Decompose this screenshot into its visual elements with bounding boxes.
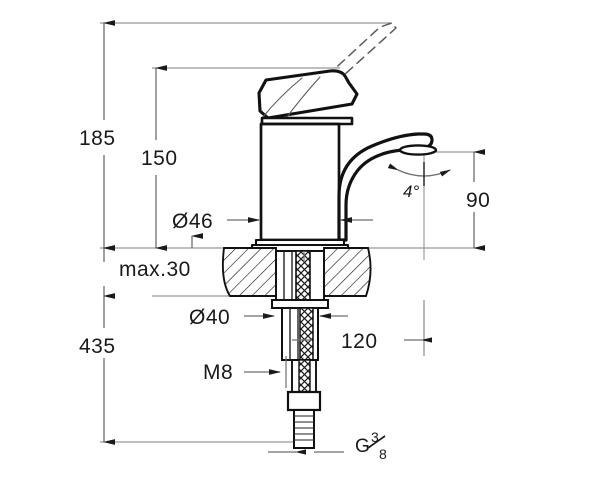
dim-text-120: 120 [341, 330, 378, 353]
lower-shank-inner [289, 308, 299, 360]
dimension-counter-thickness: max.30 [103, 233, 203, 296]
dim-text-d46: Ø46 [172, 210, 213, 233]
dim-text-4deg: 4° [403, 182, 419, 201]
label-text-denominator: 8 [379, 446, 387, 462]
countertop-right [323, 247, 372, 297]
supply-core-sleeve [298, 359, 311, 393]
lever-handle [257, 69, 359, 120]
cartridge-collar [260, 116, 354, 126]
label-text-g: G [355, 436, 370, 457]
dimension-spout-angle: 4° [387, 162, 451, 201]
shank-assembly [271, 250, 329, 449]
label-hose-thread: G 3 8 [268, 429, 387, 462]
hose-coupling-nut [286, 390, 322, 412]
faucet-outline [250, 22, 438, 253]
hose-ribs [294, 415, 314, 441]
faucet-body [259, 122, 341, 242]
dimension-body-diameter: Ø46 [172, 210, 373, 233]
shank-inner-lines [283, 251, 293, 300]
dim-text-d40: Ø40 [189, 306, 230, 329]
countertop-left [221, 247, 277, 297]
dimension-total-depth: 435 [79, 293, 116, 445]
dimension-spout-height: 90 [466, 149, 490, 251]
lock-nut-plate [271, 299, 329, 309]
countertop-section [221, 247, 372, 297]
supply-core-upper [295, 250, 311, 301]
dimension-height-total: 185 [79, 20, 116, 251]
dim-text-150: 150 [141, 147, 178, 170]
dim-text-90: 90 [466, 189, 490, 212]
dimension-thread-m8: M8 [203, 356, 287, 388]
supply-core-lower [299, 307, 314, 361]
fraction-slash [367, 435, 386, 449]
dim-text-185: 185 [79, 127, 116, 150]
dim-text-435: 435 [79, 335, 116, 358]
dimension-shank-length: 120 [292, 251, 432, 356]
dim-text-max30: max.30 [119, 258, 191, 281]
dimension-base-diameter: Ø40 [189, 306, 348, 329]
flexible-hose [293, 409, 315, 449]
aerator-outlet [398, 144, 438, 156]
drawing-body: 185 150 Ø46 max.30 [79, 20, 490, 462]
dim-text-m8: M8 [203, 361, 233, 384]
spout-arm [337, 132, 434, 242]
label-text-numerator: 3 [371, 429, 379, 445]
dimension-height-lever: 150 [141, 65, 178, 251]
